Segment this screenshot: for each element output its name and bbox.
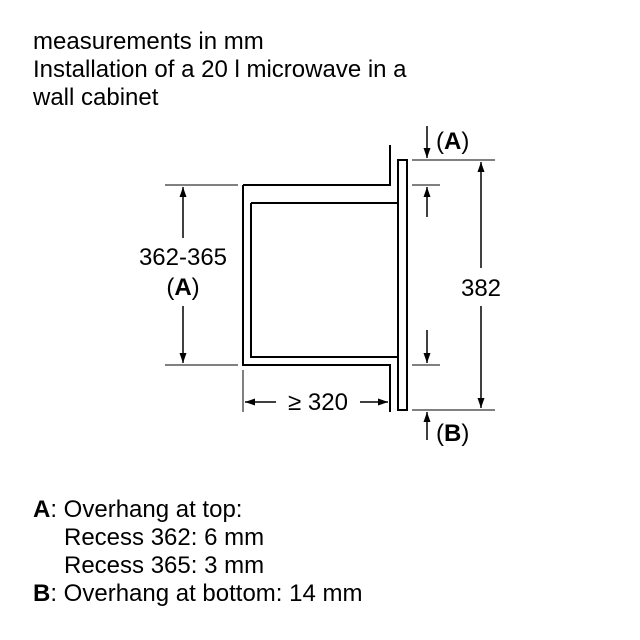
title-line-2: wall cabinet: [33, 84, 159, 111]
note-a: A: Overhang at top:: [33, 496, 362, 524]
notes: A: Overhang at top: Recess 362: 6 mm Rec…: [33, 496, 362, 608]
note-a-text: : Overhang at top:: [50, 496, 243, 523]
note-recess-362: Recess 362: 6 mm: [64, 524, 265, 551]
front-height-label: 382: [461, 275, 501, 302]
overhang-a-letter: A: [444, 128, 461, 155]
units-note: measurements in mm: [33, 28, 264, 55]
overhang-a-label: (A): [436, 128, 469, 155]
height-ref-label: (A): [166, 274, 199, 301]
microwave-front-panel: [397, 159, 408, 411]
note-b-text: : Overhang at bottom: 14 mm: [50, 580, 363, 607]
overhang-b-letter: B: [444, 420, 461, 447]
cabinet-inner-outline: [250, 202, 398, 358]
header: measurements in mm Installation of a 20 …: [33, 28, 407, 112]
overhang-b-label: (B): [436, 420, 469, 447]
note-recess-365: Recess 365: 3 mm: [64, 552, 265, 579]
depth-label: ≥ 320: [288, 389, 348, 416]
note-a-key: A: [33, 496, 51, 523]
cabinet-outline: [242, 145, 391, 412]
title-line-1: Installation of a 20 l microwave in a: [33, 56, 407, 83]
height-ref-letter: A: [174, 274, 191, 301]
note-b: B: Overhang at bottom: 14 mm: [33, 580, 362, 608]
height-label: 362-365: [139, 244, 227, 271]
note-b-key: B: [33, 580, 51, 607]
